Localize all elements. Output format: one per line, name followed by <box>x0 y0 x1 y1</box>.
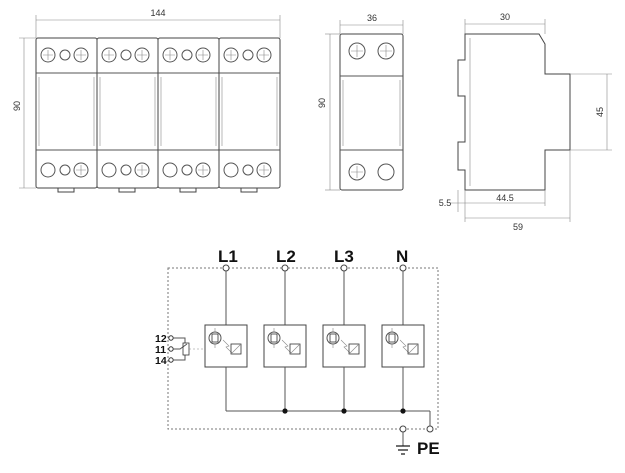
contact-label-12: 12 <box>155 333 167 345</box>
pe-terminal <box>426 425 434 433</box>
front-view-4-pole: 144 90 <box>12 8 281 193</box>
side-view: 30 45 5.5 44.5 59 <box>439 12 612 232</box>
junction-dot <box>341 408 347 414</box>
pole-module <box>35 37 98 193</box>
front-height-dimension: 90 <box>12 101 22 111</box>
pe-label: PE <box>417 439 440 458</box>
side-window-dimension: 45 <box>595 107 605 117</box>
side-depth-dimension: 44.5 <box>496 193 514 203</box>
single-width-dimension: 36 <box>367 13 377 23</box>
pole-module <box>157 37 220 193</box>
terminal-label-n: N <box>396 247 408 266</box>
contact-label-11: 11 <box>155 344 166 356</box>
spd-module <box>381 264 425 411</box>
side-total-dimension: 59 <box>513 222 523 232</box>
side-top-dimension: 30 <box>500 12 510 22</box>
spd-module <box>204 264 248 411</box>
junction-dot <box>282 408 288 414</box>
single-height-dimension: 90 <box>317 98 327 108</box>
terminal-label-l2: L2 <box>276 247 296 266</box>
terminal-label-l1: L1 <box>218 247 238 266</box>
ground-icon <box>396 445 410 455</box>
junction-dot <box>400 408 406 414</box>
side-offset-dimension: 5.5 <box>439 198 452 208</box>
wiring-schematic: L1 L2 L3 N PE 12 11 14 <box>155 247 440 458</box>
pole-module <box>96 37 159 193</box>
spd-module <box>263 264 307 411</box>
pole-module <box>218 37 281 193</box>
single-module-view: 36 90 <box>317 13 404 191</box>
remote-signal-contact: 12 11 14 <box>155 333 204 367</box>
contact-label-14: 14 <box>155 355 167 367</box>
front-width-dimension: 144 <box>150 8 165 18</box>
terminal-label-l3: L3 <box>334 247 354 266</box>
pe-terminal <box>399 425 407 433</box>
spd-module <box>322 264 366 411</box>
